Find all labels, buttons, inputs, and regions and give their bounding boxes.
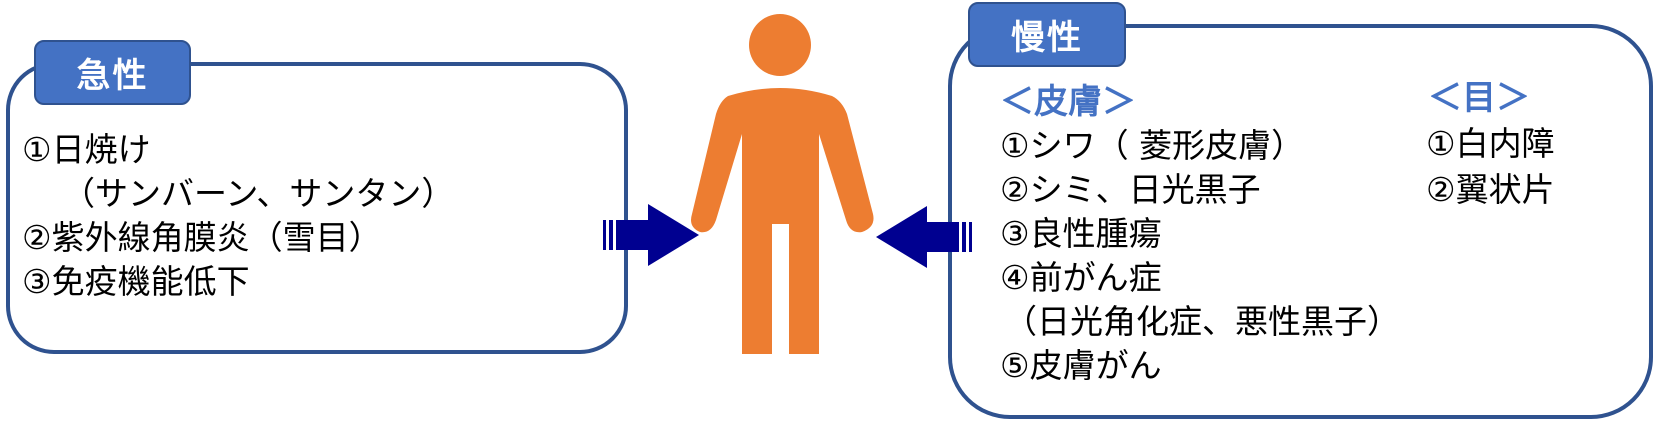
acute-item-3: ③免疫機能低下 [22, 262, 250, 301]
person-icon [691, 14, 874, 354]
acute-title: 急性 [76, 56, 149, 96]
skin-item-4-detail: （日光角化症、悪性黒子） [1004, 302, 1400, 341]
skin-heading: ＜皮膚＞ [1000, 82, 1136, 122]
chronic-title-tab: 慢性 [968, 2, 1126, 67]
arrow-right-icon [603, 204, 699, 266]
acute-item-2: ②紫外線角膜炎（雪目） [22, 218, 382, 257]
acute-title-tab: 急性 [34, 40, 191, 105]
skin-item-1: ①シワ（ 菱形皮膚） [1000, 126, 1305, 165]
acute-panel [6, 62, 628, 354]
acute-item-1: ①日焼け [22, 130, 151, 169]
eye-item-1: ①白内障 [1426, 124, 1555, 163]
eye-item-2: ②翼状片 [1426, 170, 1555, 209]
eye-heading: ＜目＞ [1428, 78, 1530, 118]
skin-item-3: ③良性腫瘍 [1000, 214, 1162, 253]
chronic-title: 慢性 [1011, 18, 1083, 58]
skin-item-4: ④前がん症 [1000, 258, 1162, 297]
skin-item-5: ⑤皮膚がん [1000, 346, 1162, 385]
arrow-left-icon [876, 206, 972, 268]
chronic-panel [948, 24, 1653, 419]
skin-item-2: ②シミ、日光黒子 [1000, 170, 1261, 209]
acute-item-1-detail: （サンバーン、サンタン） [62, 174, 455, 213]
